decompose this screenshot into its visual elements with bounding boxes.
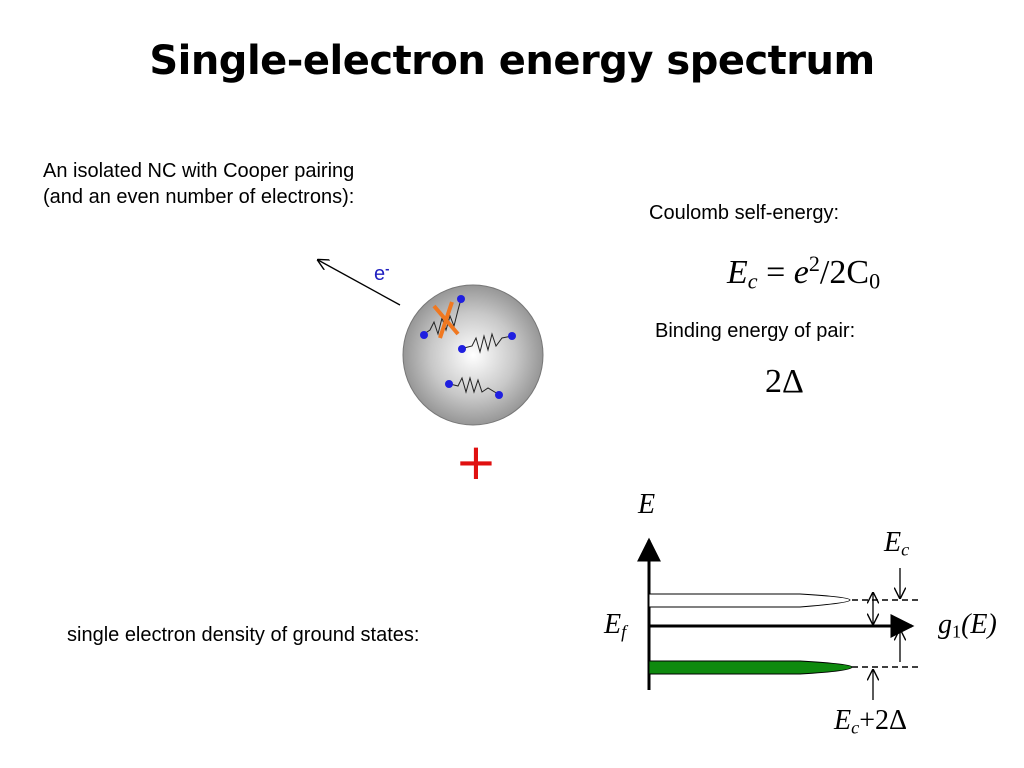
electron-dot xyxy=(445,380,453,388)
ec-label: Ec xyxy=(884,527,910,560)
electron-dot xyxy=(495,391,503,399)
coulomb-formula: Ec = e2/2C0 xyxy=(727,251,881,294)
cooper-pair-spring-3 xyxy=(449,376,499,395)
binding-value: 2Δ xyxy=(765,363,804,400)
coulomb-label: Coulomb self-energy: xyxy=(649,202,840,224)
g1-label: g1(E) xyxy=(938,609,997,642)
electron-dot xyxy=(420,331,428,339)
cooper-pair-spring-2 xyxy=(463,332,513,354)
plus-sign: + xyxy=(455,433,497,491)
binding-label: Binding energy of pair: xyxy=(655,320,856,342)
electron-label: e- xyxy=(374,261,390,286)
fermi-level-label: Ef xyxy=(604,609,627,642)
empty-band xyxy=(648,593,851,608)
emitted-electron-arrow xyxy=(318,260,401,306)
nanocrystal-sphere xyxy=(402,284,544,426)
electron-dot xyxy=(457,295,465,303)
intro-line-1: An isolated NC with Cooper pairing xyxy=(43,160,355,182)
energy-axis-label: E xyxy=(638,489,656,520)
density-label: single electron density of ground states… xyxy=(67,624,420,646)
broken-pair-cross-icon xyxy=(432,301,460,339)
page-title: Single-electron energy spectrum xyxy=(149,38,875,84)
intro-line-2: (and an even number of electrons): xyxy=(43,186,355,208)
ec-plus-2delta-label: Ec+2Δ xyxy=(834,705,907,738)
electron-dot xyxy=(458,345,466,353)
electron-dot xyxy=(508,332,516,340)
filled-band xyxy=(648,660,853,675)
